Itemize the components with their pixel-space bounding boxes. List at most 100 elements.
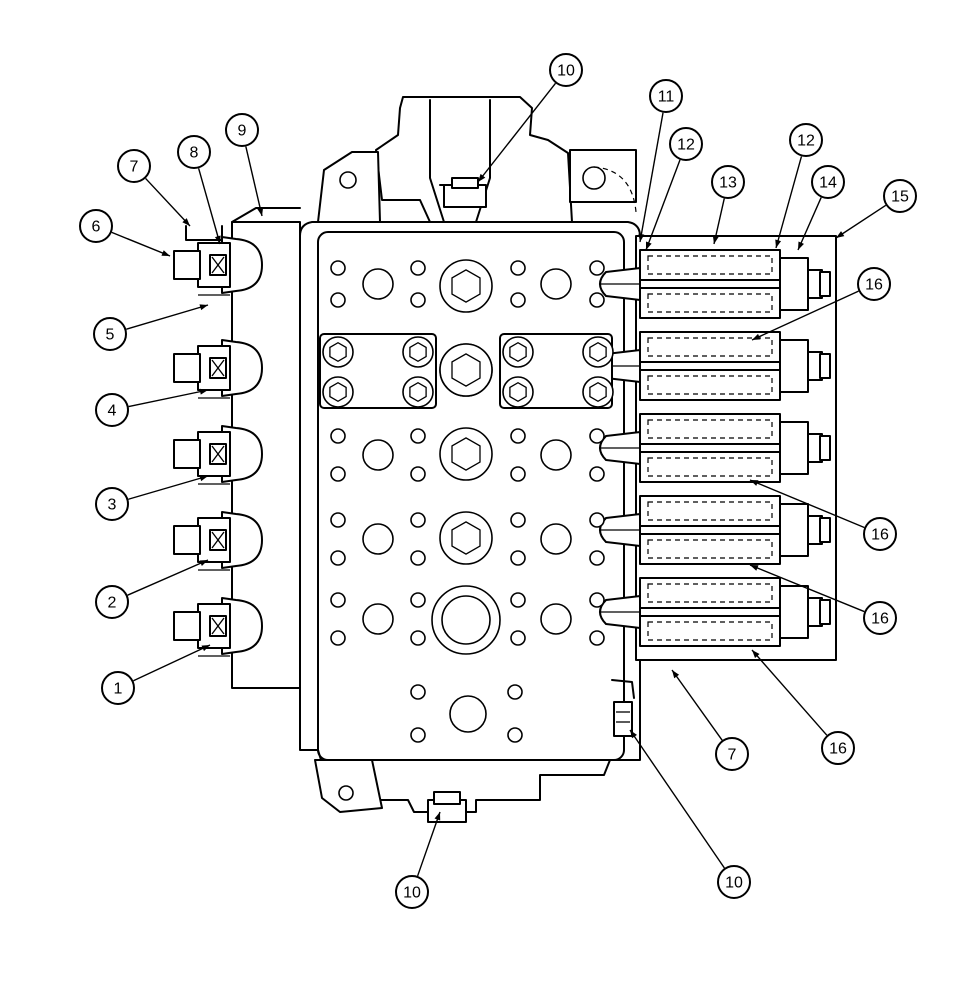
callout-number: 5 — [106, 327, 115, 344]
callout-number: 1 — [114, 681, 123, 698]
spool-housing — [599, 495, 831, 565]
callout-leader — [126, 304, 209, 330]
callout-circle — [811, 165, 845, 199]
callout-number: 16 — [865, 277, 883, 294]
callout: 6 — [79, 209, 171, 257]
callout-arrow — [752, 650, 760, 658]
callout-arrow — [752, 333, 761, 340]
left-cap — [173, 236, 263, 296]
callout-arrow — [161, 250, 170, 256]
callout-arrow — [182, 218, 190, 226]
callout-arrow — [750, 565, 759, 571]
callout: 13 — [711, 165, 745, 245]
callout-number: 11 — [658, 89, 675, 106]
left-cap — [173, 511, 263, 571]
callout: 10 — [629, 729, 751, 899]
callout-leader — [749, 479, 865, 529]
callout-number: 12 — [677, 137, 695, 154]
callout-circle — [649, 79, 683, 113]
callout-leader — [639, 112, 664, 243]
callout: 16 — [751, 267, 891, 341]
callout-leader — [751, 649, 828, 736]
callout: 7 — [117, 149, 191, 227]
callout-circle — [101, 671, 135, 705]
callout: 5 — [93, 304, 209, 351]
callout-arrow — [201, 645, 210, 652]
callout-arrow — [712, 235, 719, 244]
callout: 2 — [95, 559, 209, 619]
callout-number: 10 — [557, 63, 575, 80]
callout-number: 7 — [728, 747, 737, 764]
spool-housing — [599, 577, 831, 647]
callout-number: 12 — [797, 133, 815, 150]
callout-circle — [177, 135, 211, 169]
callout-arrow — [775, 239, 782, 248]
callout-number: 14 — [819, 175, 837, 192]
callout-circle — [863, 517, 897, 551]
callout-leader — [645, 159, 681, 251]
callout-number: 7 — [130, 159, 139, 176]
callout-arrow — [750, 480, 759, 486]
callout-circle — [549, 53, 583, 87]
callout: 3 — [95, 475, 209, 521]
callout-arrow — [630, 730, 637, 739]
callout-arrow — [836, 231, 845, 238]
callout-circle — [669, 127, 703, 161]
callout: 7 — [671, 669, 749, 771]
body-face-details — [319, 259, 614, 743]
spool-housing — [599, 249, 831, 319]
callout-arrow — [638, 233, 645, 242]
callout-number: 3 — [108, 497, 117, 514]
callout-leader — [749, 564, 865, 613]
callout-circle — [95, 393, 129, 427]
callout-circle — [95, 585, 129, 619]
callout: 12 — [775, 123, 823, 249]
callout-leader — [775, 156, 803, 249]
callout-arrow — [434, 812, 441, 821]
callout-circle — [95, 487, 129, 521]
callout-number: 9 — [238, 123, 247, 140]
callout-leader — [751, 290, 859, 341]
callout: 4 — [95, 388, 209, 427]
right-spool-section — [599, 235, 837, 661]
callout: 8 — [177, 135, 221, 245]
callout: 16 — [749, 479, 897, 551]
callout-arrow — [672, 670, 680, 679]
callout-leader — [128, 475, 209, 500]
left-spool-caps — [173, 225, 263, 657]
callout-leader — [145, 177, 191, 227]
callout-arrow — [257, 207, 264, 216]
callout-number: 8 — [190, 145, 199, 162]
callout-leader — [477, 82, 557, 183]
callout-circle — [93, 317, 127, 351]
callout-leader — [797, 197, 822, 251]
callout-circle — [79, 209, 113, 243]
callout-number: 16 — [871, 611, 889, 628]
callout-circle — [225, 113, 259, 147]
callout-arrow — [646, 241, 652, 250]
callout: 10 — [395, 811, 441, 909]
callout-circle — [717, 865, 751, 899]
callout-number: 13 — [719, 175, 737, 192]
left-cap — [173, 339, 263, 399]
callout-circle — [395, 875, 429, 909]
callout: 1 — [101, 644, 211, 705]
callout-leader — [128, 389, 209, 408]
callout-circle — [715, 737, 749, 771]
spool-housing — [599, 413, 831, 483]
callout-arrow — [199, 475, 208, 482]
callout-number: 4 — [108, 403, 117, 420]
callout-leader — [111, 231, 171, 257]
callout-arrow — [214, 235, 221, 244]
callout-leader — [197, 168, 221, 245]
callout: 14 — [797, 165, 845, 251]
callout-circle — [857, 267, 891, 301]
callout-arrow — [478, 173, 486, 182]
callout-circle — [789, 123, 823, 157]
callout-number: 2 — [108, 595, 117, 612]
left-cap — [173, 597, 263, 657]
callout-arrow — [199, 304, 208, 311]
callout: 12 — [645, 127, 703, 251]
